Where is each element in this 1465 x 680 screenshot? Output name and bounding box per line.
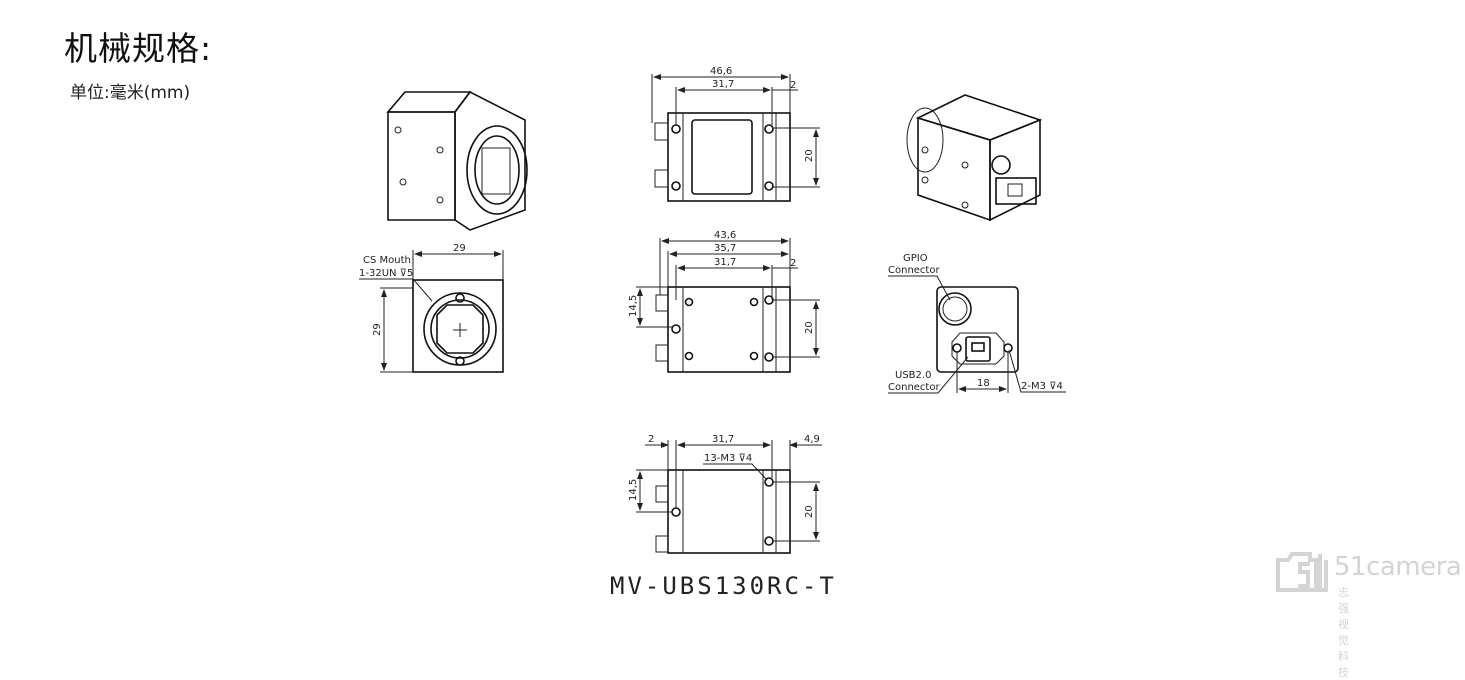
mechanical-drawing: 46,6 31,7 2 20 29 29 CS Mouth 1-32UN ⊽5 (359, 66, 1066, 554)
dim-overall: 43,6 (714, 230, 736, 241)
iso-back-view (906, 94, 1043, 222)
model-number: MV-UBS130RC-T (610, 572, 837, 600)
dim-width: 29 (453, 243, 466, 254)
back-view: GPIO Connector USB2.0 Connector 18 2-M3 … (888, 253, 1066, 394)
camera-logo-icon (1276, 552, 1328, 592)
watermark-brand: 51camera (1334, 552, 1462, 582)
usb-label-2: Connector (888, 382, 940, 393)
front-view: 29 29 CS Mouth 1-32UN ⊽5 (359, 243, 504, 373)
mount-label-2: 1-32UN ⊽5 (359, 268, 413, 279)
dim-height: 29 (372, 323, 383, 336)
dim-spacing: 18 (977, 378, 990, 389)
dim-flange: 2 (648, 434, 654, 445)
dim-body: 31,7 (714, 257, 736, 268)
iso-front-view (386, 90, 528, 231)
top-view: 46,6 31,7 2 20 (651, 66, 820, 202)
dim-left-height: 14,5 (628, 479, 639, 501)
usb-label-1: USB2.0 (895, 370, 931, 381)
page-title: 机械规格: (64, 29, 213, 68)
unit-label: 单位:毫米(mm) (70, 83, 191, 103)
dim-body: 31,7 (712, 434, 734, 445)
bottom-view: 2 31,7 4,9 13-M3 ⊽4 14,5 20 (628, 434, 822, 554)
dim-hole-spacing: 20 (804, 505, 815, 518)
dim-flange: 2 (790, 258, 796, 269)
dim-rear: 4,9 (804, 434, 820, 445)
dim-body: 31,7 (712, 79, 734, 90)
screw-label: 2-M3 ⊽4 (1021, 381, 1063, 392)
gpio-label-1: GPIO (903, 253, 928, 264)
watermark-subtitle: 志强视觉科技 (1338, 586, 1354, 679)
dim-flange: 2 (790, 80, 796, 91)
hole-label: 13-M3 ⊽4 (704, 453, 752, 464)
dim-hole-spacing: 20 (804, 149, 815, 162)
side-view: 43,6 35,7 31,7 2 14,5 20 (628, 230, 820, 373)
gpio-label-2: Connector (888, 265, 940, 276)
dim-mid: 35,7 (714, 243, 736, 254)
dim-overall: 46,6 (710, 66, 732, 77)
dim-hole-spacing: 20 (804, 321, 815, 334)
dim-left-height: 14,5 (628, 295, 639, 317)
mount-label-1: CS Mouth (363, 255, 411, 266)
